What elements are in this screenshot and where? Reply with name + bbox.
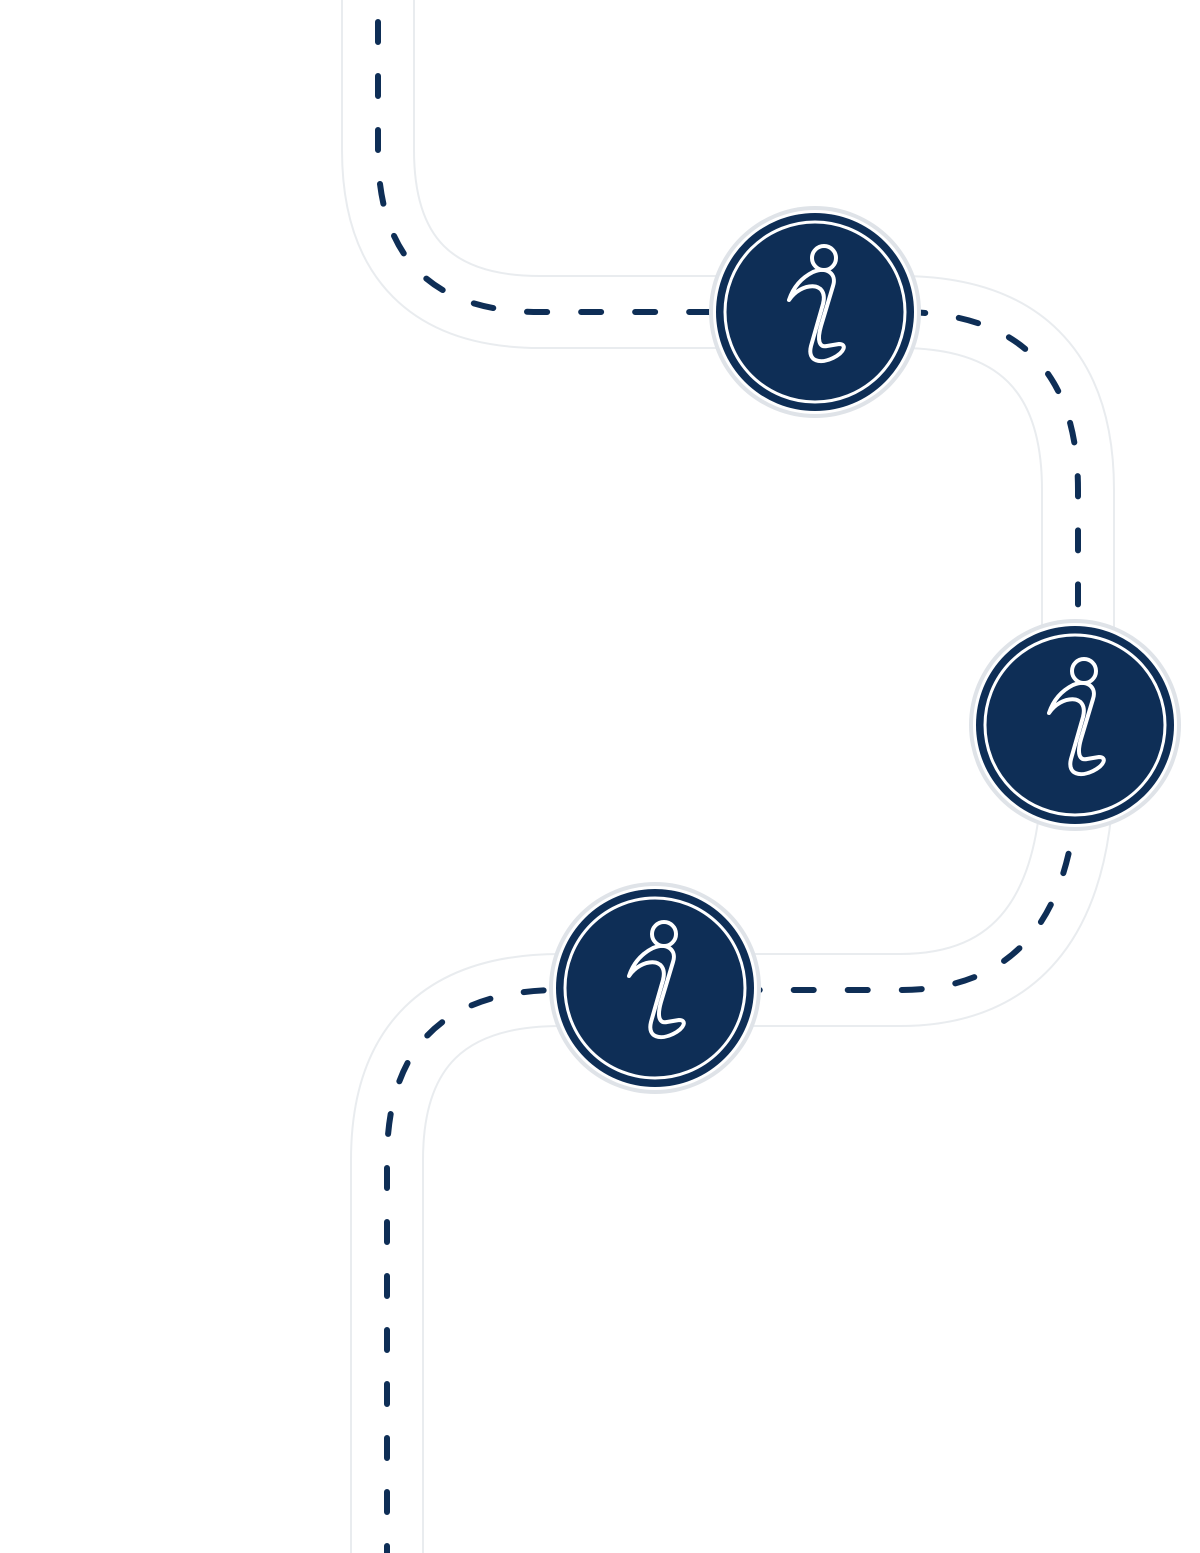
info-marker-1[interactable]: [709, 206, 921, 418]
info-marker-3[interactable]: [549, 882, 761, 1094]
info-icon: [787, 244, 846, 364]
info-marker-2[interactable]: [969, 619, 1181, 831]
road-edge: [341, 0, 1115, 1553]
info-icon: [627, 920, 686, 1040]
info-icon: [1047, 657, 1106, 777]
road-surface: [343, 0, 1113, 1553]
